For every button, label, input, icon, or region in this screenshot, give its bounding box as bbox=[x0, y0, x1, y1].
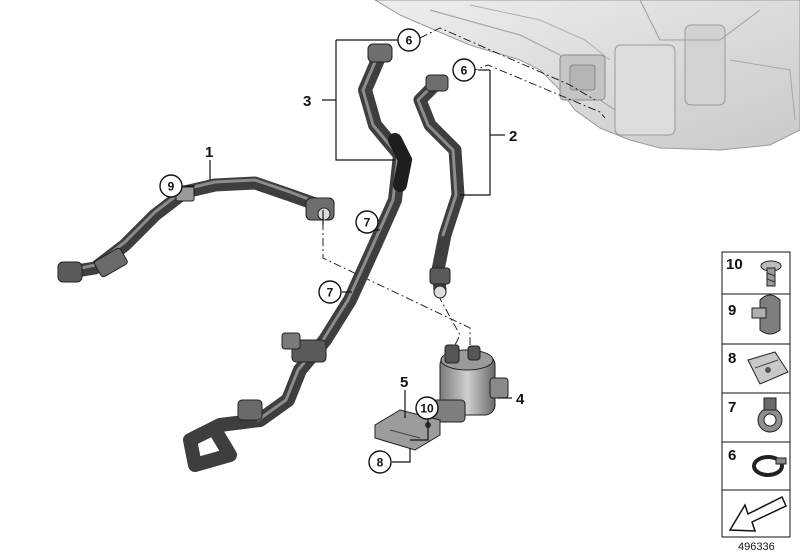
svg-text:10: 10 bbox=[420, 402, 434, 416]
heater-housing bbox=[374, 0, 800, 151]
circle-callout-7a: 7 bbox=[355, 210, 379, 234]
hose-part-2 bbox=[413, 74, 465, 299]
side-item-7: 7 bbox=[728, 397, 783, 433]
svg-text:6: 6 bbox=[406, 34, 413, 48]
svg-text:8: 8 bbox=[377, 456, 384, 470]
hose-part-3 bbox=[183, 43, 413, 472]
svg-text:7: 7 bbox=[364, 216, 371, 230]
circle-callout-7b: 7 bbox=[318, 280, 342, 304]
svg-text:9: 9 bbox=[728, 302, 736, 319]
side-item-8: 8 bbox=[728, 350, 789, 385]
label-part-3: 3 bbox=[303, 93, 311, 110]
callout-leaders bbox=[183, 39, 512, 463]
side-item-9: 9 bbox=[728, 294, 781, 335]
side-parts-panel: 10 9 8 7 bbox=[721, 251, 791, 538]
circle-callout-6b: 6 bbox=[452, 58, 476, 82]
diagram-id: 496336 bbox=[738, 541, 775, 553]
side-item-6: 6 bbox=[728, 447, 787, 477]
leader-lines bbox=[322, 27, 606, 346]
spring-nut-icon bbox=[747, 351, 789, 385]
circle-callout-6a: 6 bbox=[397, 28, 421, 52]
label-part-1: 1 bbox=[205, 144, 213, 161]
svg-text:6: 6 bbox=[461, 64, 468, 78]
label-part-5: 5 bbox=[400, 374, 408, 391]
hose-clamp-icon bbox=[752, 455, 787, 477]
circle-callout-8: 8 bbox=[368, 450, 392, 474]
screw-icon bbox=[760, 260, 782, 287]
hose-clip-icon bbox=[751, 294, 781, 335]
circle-callout-9: 9 bbox=[159, 174, 183, 198]
circle-callout-10: 10 bbox=[415, 396, 439, 420]
svg-text:9: 9 bbox=[168, 180, 175, 194]
svg-text:7: 7 bbox=[728, 399, 736, 416]
label-part-2: 2 bbox=[509, 128, 517, 145]
hose-part-1 bbox=[57, 176, 335, 283]
svg-text:10: 10 bbox=[726, 256, 743, 273]
label-part-4: 4 bbox=[516, 391, 525, 408]
direction-arrow-icon bbox=[728, 495, 787, 532]
svg-text:6: 6 bbox=[728, 447, 736, 464]
svg-text:8: 8 bbox=[728, 350, 736, 367]
side-item-10: 10 bbox=[726, 256, 782, 287]
hose-holder-icon bbox=[757, 397, 783, 433]
water-pump-part-4 bbox=[429, 344, 509, 423]
svg-text:7: 7 bbox=[327, 286, 334, 300]
